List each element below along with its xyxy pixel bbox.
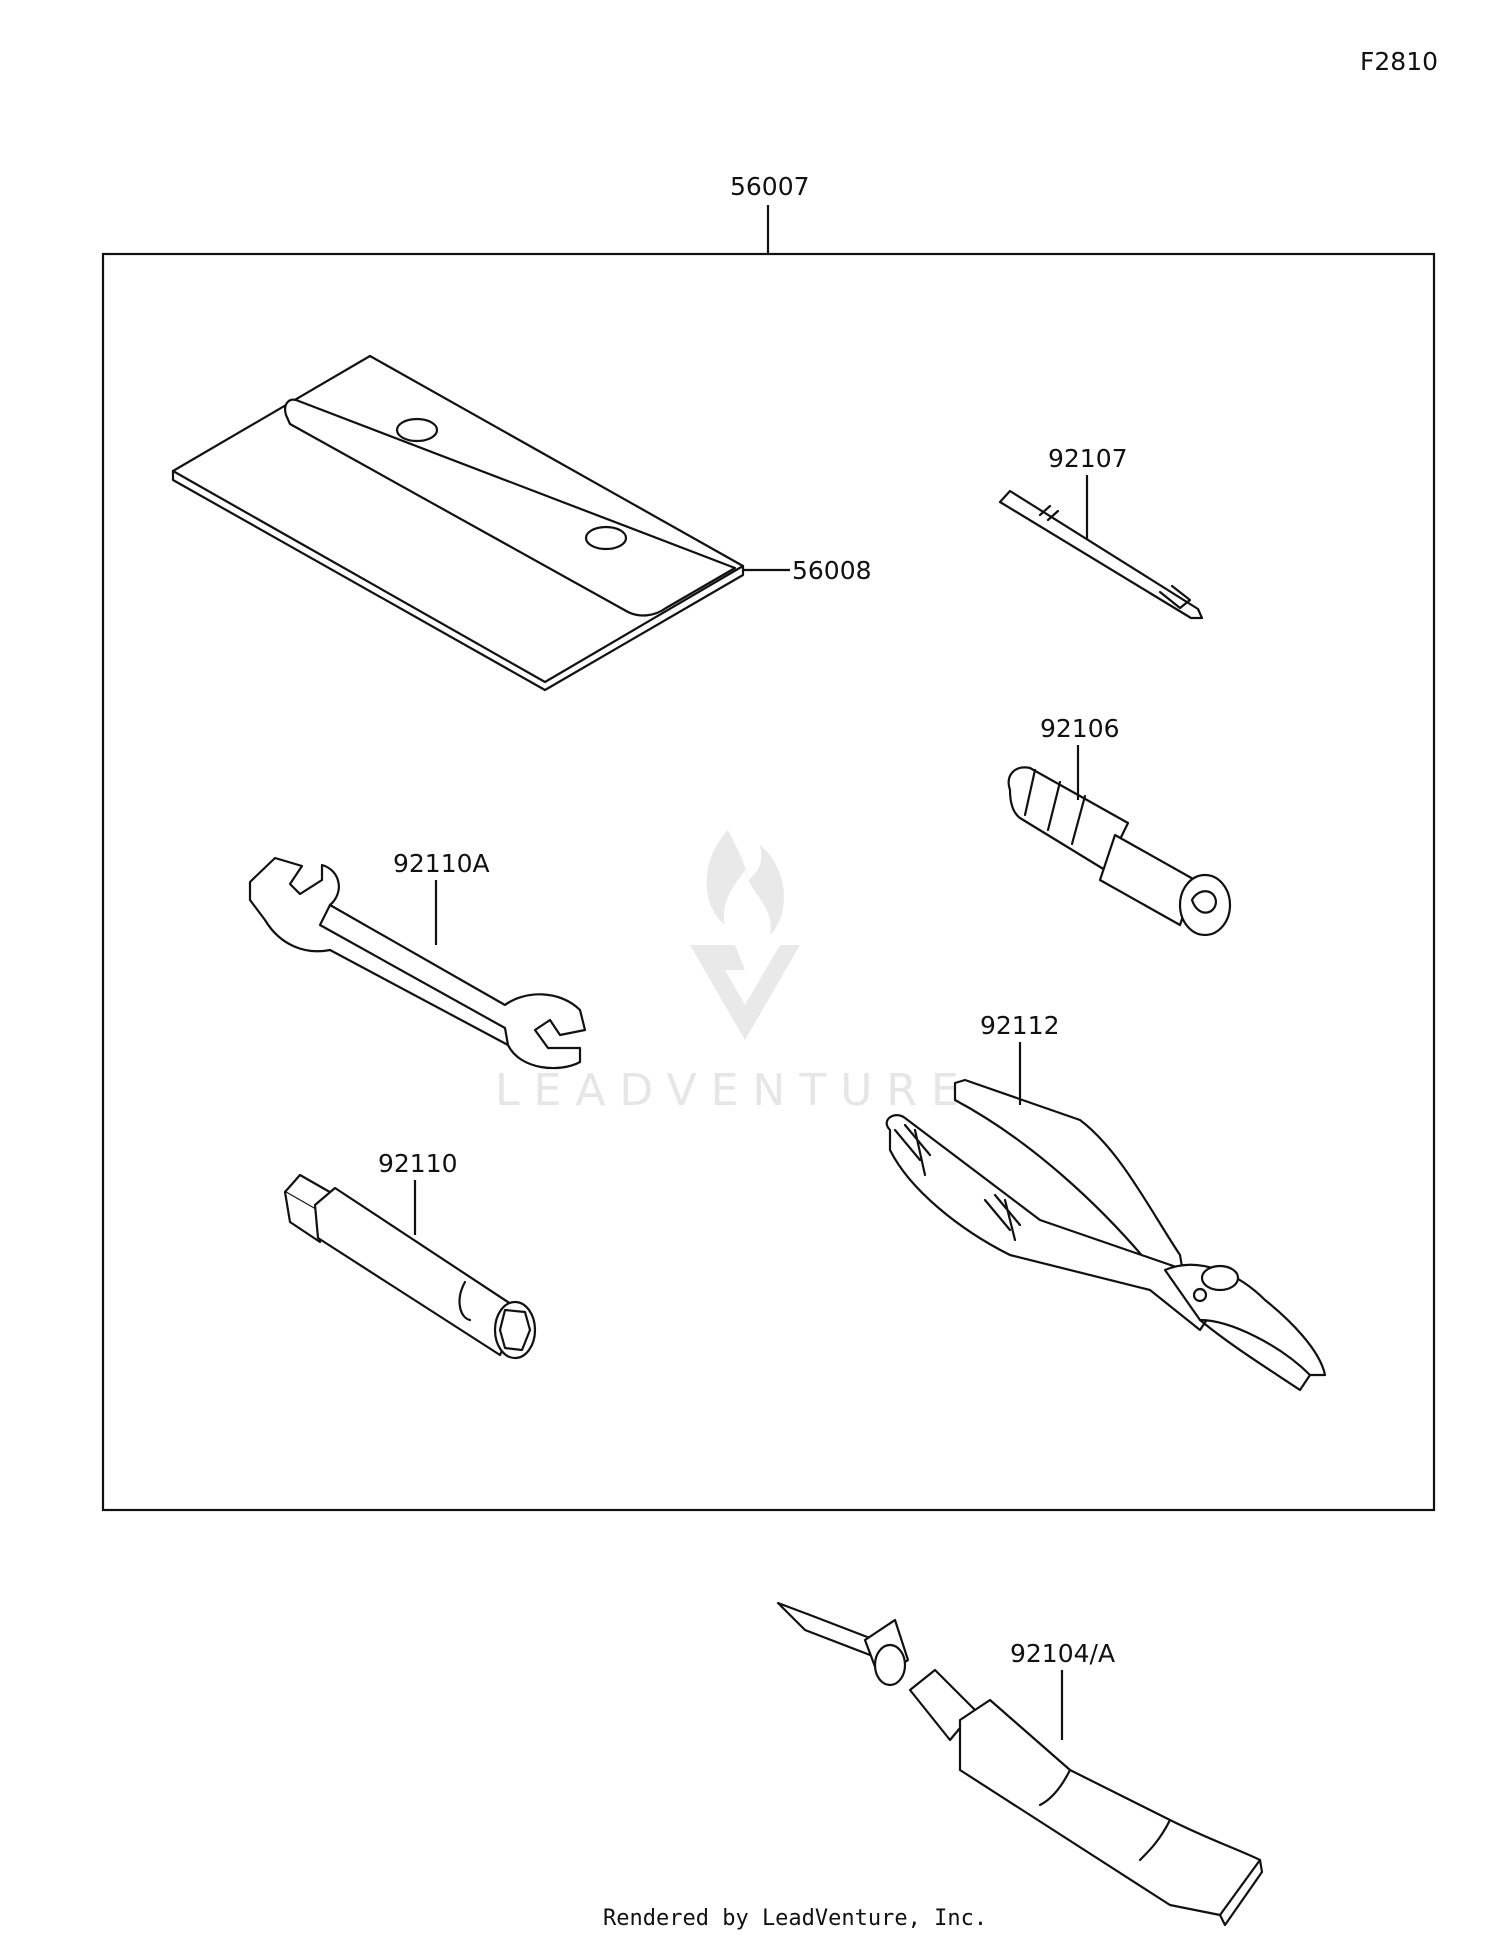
label-case[interactable]: 56008 xyxy=(792,556,872,585)
label-plug-wrench[interactable]: 92110 xyxy=(378,1149,458,1178)
label-kit[interactable]: 56007 xyxy=(730,172,810,201)
label-handle[interactable]: 92106 xyxy=(1040,714,1120,743)
footer-credit: Rendered by LeadVenture, Inc. xyxy=(603,1906,987,1931)
pliers xyxy=(885,1078,1327,1392)
watermark-text: LEADVENTURE xyxy=(495,1065,973,1116)
tube-nozzle-cap xyxy=(873,1643,907,1687)
pliers-pivot xyxy=(1200,1264,1240,1292)
figure-code: F2810 xyxy=(1360,47,1438,76)
handle-socket-end xyxy=(1178,873,1232,937)
label-wrench[interactable]: 92110A xyxy=(393,849,490,878)
pliers-pivot-hole xyxy=(1192,1287,1208,1303)
label-bit[interactable]: 92107 xyxy=(1048,444,1128,473)
tube-assembly xyxy=(776,1601,1264,1927)
case-snap-bottom xyxy=(584,525,628,551)
open-end-wrench xyxy=(248,856,587,1070)
label-tube[interactable]: 92104/A xyxy=(1010,1639,1115,1668)
screwdriver-bit xyxy=(998,489,1204,620)
spark-plug-wrench xyxy=(283,1173,537,1360)
label-pliers[interactable]: 92112 xyxy=(980,1011,1060,1040)
screwdriver-handle xyxy=(1007,766,1232,937)
watermark-logo xyxy=(690,830,800,1040)
tool-case xyxy=(171,354,745,692)
case-snap-top xyxy=(395,417,439,443)
